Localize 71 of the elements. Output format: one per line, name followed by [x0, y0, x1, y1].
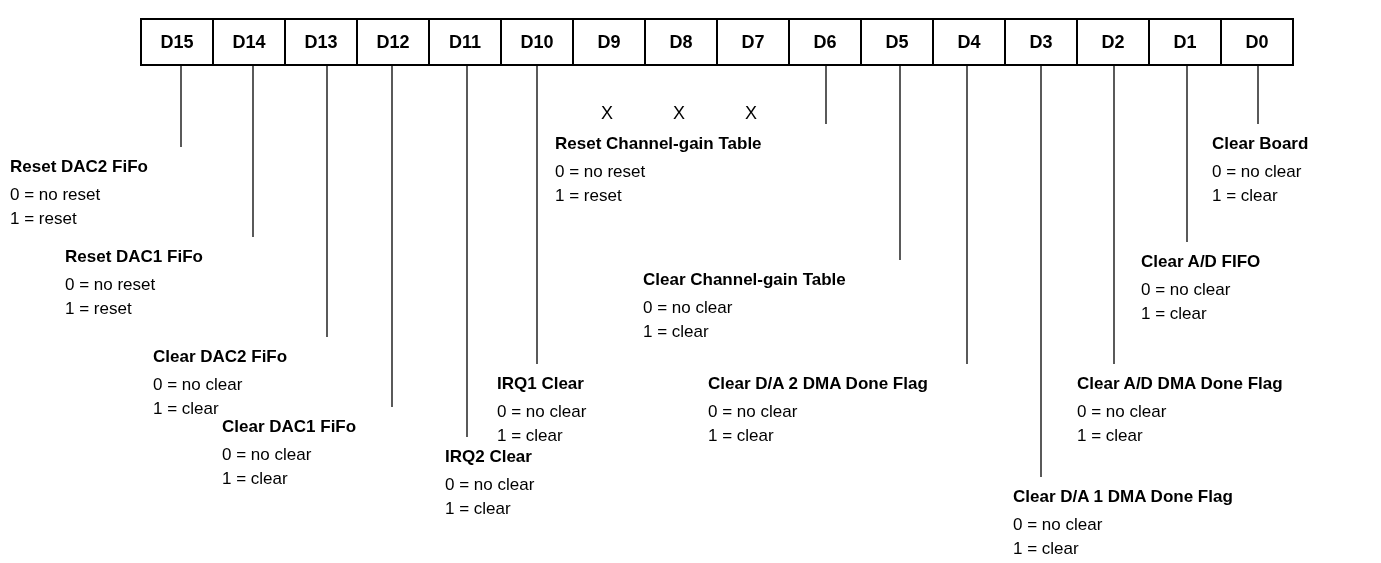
- bit-heading: IRQ1 Clear: [497, 373, 585, 395]
- bit-heading: Clear DAC1 FiFo: [222, 416, 357, 438]
- register-bit-cell: D0: [1220, 18, 1294, 66]
- bit-value-text: 1 = reset: [555, 185, 623, 207]
- leader-line: [1257, 65, 1259, 125]
- leader-line: [180, 65, 182, 148]
- bit-heading: Clear D/A 2 DMA Done Flag: [708, 373, 928, 395]
- bit-heading: Clear Channel-gain Table: [643, 269, 846, 291]
- leader-line: [252, 65, 254, 238]
- register-bit-cell: D2: [1076, 18, 1150, 66]
- leader-line: [466, 65, 468, 438]
- bit-value-text: 0 = no clear: [1077, 401, 1168, 423]
- bit-heading: IRQ2 Clear: [445, 446, 533, 468]
- bit-heading: Clear A/D FIFO: [1141, 251, 1261, 273]
- register-bit-cell: D13: [284, 18, 358, 66]
- bit-heading: Clear D/A 1 DMA Done Flag: [1013, 486, 1233, 508]
- bit-value-text: 1 = clear: [1212, 185, 1279, 207]
- bit-value-text: 0 = no clear: [497, 401, 587, 423]
- bit-value-text: 0 = no clear: [445, 474, 535, 496]
- bit-value-text: 1 = clear: [497, 425, 564, 447]
- register-bit-cell: D15: [140, 18, 214, 66]
- leader-line: [1113, 65, 1115, 365]
- bit-heading: Clear DAC2 FiFo: [153, 346, 288, 368]
- bit-value-text: 1 = clear: [643, 321, 710, 343]
- bit-value-text: 0 = no clear: [643, 297, 734, 319]
- bit-value-text: 0 = no clear: [153, 374, 244, 396]
- bit-value-text: 0 = no reset: [65, 274, 157, 296]
- register-bit-cell: D7: [716, 18, 790, 66]
- bit-value-text: 0 = no reset: [10, 184, 102, 206]
- bit-value-text: 1 = clear: [1077, 425, 1144, 447]
- leader-line: [326, 65, 328, 338]
- leader-line: [1040, 65, 1042, 478]
- register-bit-cell: D8: [644, 18, 718, 66]
- bit-value-text: 0 = no clear: [1013, 514, 1104, 536]
- register-bit-cell: D12: [356, 18, 430, 66]
- bit-value-text: 0 = no clear: [1141, 279, 1232, 301]
- bit-value-text: 1 = reset: [10, 208, 78, 230]
- register-bit-cell: D9: [572, 18, 646, 66]
- leader-line: [391, 65, 393, 408]
- bit-value-text: 1 = clear: [1141, 303, 1208, 325]
- unused-bit-mark: X: [601, 102, 613, 125]
- bit-value-text: 0 = no clear: [222, 444, 313, 466]
- bit-heading: Clear Board: [1212, 133, 1309, 155]
- register-bit-cell: D11: [428, 18, 502, 66]
- bit-value-text: 1 = clear: [153, 398, 220, 420]
- unused-bit-mark: X: [673, 102, 685, 125]
- bit-value-text: 1 = reset: [65, 298, 133, 320]
- bit-heading: Clear A/D DMA Done Flag: [1077, 373, 1283, 395]
- leader-line: [536, 65, 538, 365]
- register-bit-cell: D10: [500, 18, 574, 66]
- bit-value-text: 0 = no reset: [555, 161, 647, 183]
- register-bit-cell: D6: [788, 18, 862, 66]
- unused-bit-mark: X: [745, 102, 757, 125]
- register-bit-cell: D5: [860, 18, 934, 66]
- bit-heading: Reset Channel-gain Table: [555, 133, 762, 155]
- leader-line: [966, 65, 968, 365]
- register-bit-cell: D4: [932, 18, 1006, 66]
- bit-value-text: 1 = clear: [445, 498, 512, 520]
- leader-line: [1186, 65, 1188, 243]
- register-bit-cell: D14: [212, 18, 286, 66]
- bit-heading: Reset DAC2 FiFo: [10, 156, 148, 178]
- bit-value-text: 1 = clear: [1013, 538, 1080, 560]
- bit-value-text: 0 = no clear: [1212, 161, 1303, 183]
- leader-line: [899, 65, 901, 261]
- leader-line: [825, 65, 827, 125]
- bit-value-text: 1 = clear: [708, 425, 775, 447]
- bit-heading: Reset DAC1 FiFo: [65, 246, 203, 268]
- register-bit-cell: D3: [1004, 18, 1078, 66]
- bit-value-text: 1 = clear: [222, 468, 289, 490]
- bit-value-text: 0 = no clear: [708, 401, 799, 423]
- register-bit-cell: D1: [1148, 18, 1222, 66]
